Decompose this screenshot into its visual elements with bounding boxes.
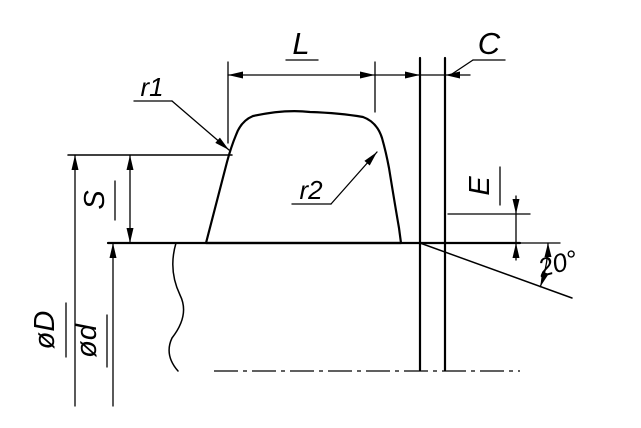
label-r1: r1 <box>140 72 163 102</box>
dimension-r2: r2 <box>291 151 378 205</box>
dimension-outer-diameter: øD <box>29 154 79 407</box>
label-C: C <box>478 26 501 61</box>
label-S: S <box>79 190 111 210</box>
object-lines <box>67 56 573 372</box>
label-angle: 20° <box>534 244 581 283</box>
arrowhead-top <box>71 155 79 170</box>
arrowhead-bottom <box>512 243 520 258</box>
seal-profile-section <box>204 110 403 245</box>
dimension-inner-diameter: ød <box>71 242 117 407</box>
label-L: L <box>292 26 309 61</box>
arrowhead-right <box>360 71 375 79</box>
label-inner-diameter: ød <box>71 323 103 358</box>
label-E: E <box>464 176 496 196</box>
dimension-L: L <box>227 26 471 144</box>
arrowhead-left <box>405 71 420 79</box>
arrowhead-left <box>228 71 243 79</box>
dimension-S: S <box>79 154 134 244</box>
dimension-r1: r1 <box>133 72 230 151</box>
break-line <box>168 242 185 372</box>
arrowhead-top <box>126 155 134 170</box>
label-outer-diameter: øD <box>29 311 61 350</box>
lead-in-chamfer-line <box>419 242 573 299</box>
arrowhead <box>215 137 229 150</box>
label-leader <box>451 59 474 75</box>
dimension-C: C <box>405 26 506 79</box>
arrowhead-top <box>544 243 552 257</box>
arrowhead-top <box>512 199 520 214</box>
label-r2: r2 <box>299 175 323 205</box>
arrowhead-bottom <box>540 271 549 287</box>
dimension-angle: 20° <box>534 242 581 288</box>
arrowhead-right <box>445 71 460 79</box>
dimension-E: E <box>447 166 531 261</box>
arrowhead-bottom <box>126 228 134 243</box>
seal-profile-outline <box>204 110 403 245</box>
arrowhead <box>364 152 377 166</box>
arrowhead-top <box>109 243 117 258</box>
